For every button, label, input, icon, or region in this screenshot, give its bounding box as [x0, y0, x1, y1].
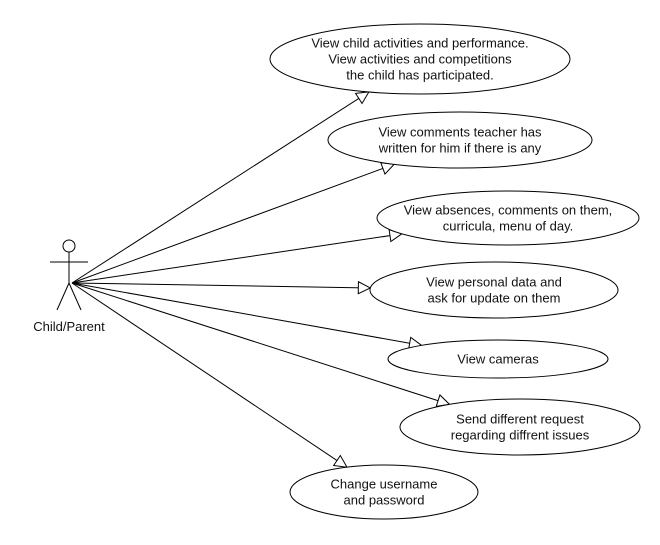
association-line-7: [71, 282, 348, 468]
use-case-label-2-line-1: View comments teacher has: [378, 125, 542, 140]
use-case-ellipse-1: [269, 23, 571, 95]
association-line-5: [71, 282, 422, 346]
use-case-ellipse-3: [376, 190, 640, 246]
use-case-label-1-line-3: the child has participated.: [346, 68, 493, 83]
use-case-label-3-line-1: View absences, comments on them,: [404, 203, 613, 218]
association-line-4: [71, 282, 371, 289]
association-line-1: [71, 91, 370, 284]
actor-right-leg: [68, 282, 82, 311]
use-case-label-1-line-2: View activities and competitions: [328, 52, 512, 67]
use-case-label-4-line-2: ask for update on them: [428, 291, 561, 306]
use-case-label-5-line-1: View cameras: [457, 352, 539, 367]
use-case-label-7-line-1: Change username: [331, 477, 438, 492]
arrowhead-1: [354, 91, 370, 105]
arrowhead-4: [357, 280, 372, 295]
arrowhead-7: [332, 454, 348, 468]
use-cases: View child activities and performance.Vi…: [269, 23, 641, 520]
association-line-6: [71, 282, 450, 405]
use-case-ellipse-7: [289, 464, 479, 520]
association-line-3: [71, 233, 402, 284]
use-case-ellipse-4: [369, 261, 619, 319]
use-case-label-2-line-2: written for him if there is any: [378, 141, 542, 156]
use-case-label-4-line-1: View personal data and: [426, 275, 562, 290]
actor-left-leg: [56, 282, 70, 311]
association-line-2: [71, 163, 395, 284]
use-case-label-1-line-1: View child activities and performance.: [311, 36, 528, 51]
actor-head: [62, 239, 76, 253]
use-case-label-7-line-2: and password: [344, 493, 425, 508]
use-case-label-6-line-2: regarding diffrent issues: [451, 428, 590, 443]
use-case-ellipse-6: [399, 398, 641, 456]
use-case-label-3-line-2: curricula, menu of day.: [443, 219, 574, 234]
use-case-label-6-line-1: Send different request: [456, 412, 584, 427]
actor-label: Child/Parent: [33, 319, 105, 334]
use-case-ellipse-2: [327, 111, 593, 169]
actor-figure: [50, 239, 88, 311]
use-case-ellipse-5: [387, 339, 609, 379]
